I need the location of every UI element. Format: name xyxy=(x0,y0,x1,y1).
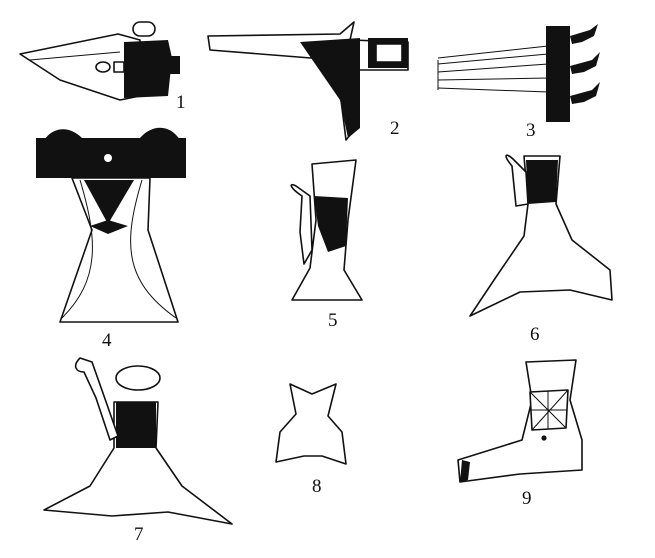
figure-8-label: 8 xyxy=(312,476,322,497)
figure-1-label: 1 xyxy=(176,92,186,113)
figure-4-crested-axe: 4 xyxy=(36,127,186,351)
figure-9-label: 9 xyxy=(522,488,532,509)
figure-5-animal-axe: 5 xyxy=(290,159,363,331)
figure-3-deer-finial: 3 xyxy=(437,24,600,141)
figure-8-small-axe: 8 xyxy=(275,383,347,497)
figure-9-boot-axe: 9 xyxy=(457,359,583,509)
figure-1-dagger-axe: 1 xyxy=(19,21,186,113)
figure-6-label: 6 xyxy=(530,324,540,345)
figure-6-fan-axe: 6 xyxy=(469,154,613,345)
figure-7-crescent-axe: 7 xyxy=(43,357,233,545)
figure-4-label: 4 xyxy=(102,330,112,351)
figure-2-label: 2 xyxy=(390,118,400,139)
figure-5-label: 5 xyxy=(328,310,338,331)
figure-3-label: 3 xyxy=(526,120,536,141)
figure-7-label: 7 xyxy=(134,524,144,545)
figure-2-hafted-ge: 2 xyxy=(207,21,409,141)
